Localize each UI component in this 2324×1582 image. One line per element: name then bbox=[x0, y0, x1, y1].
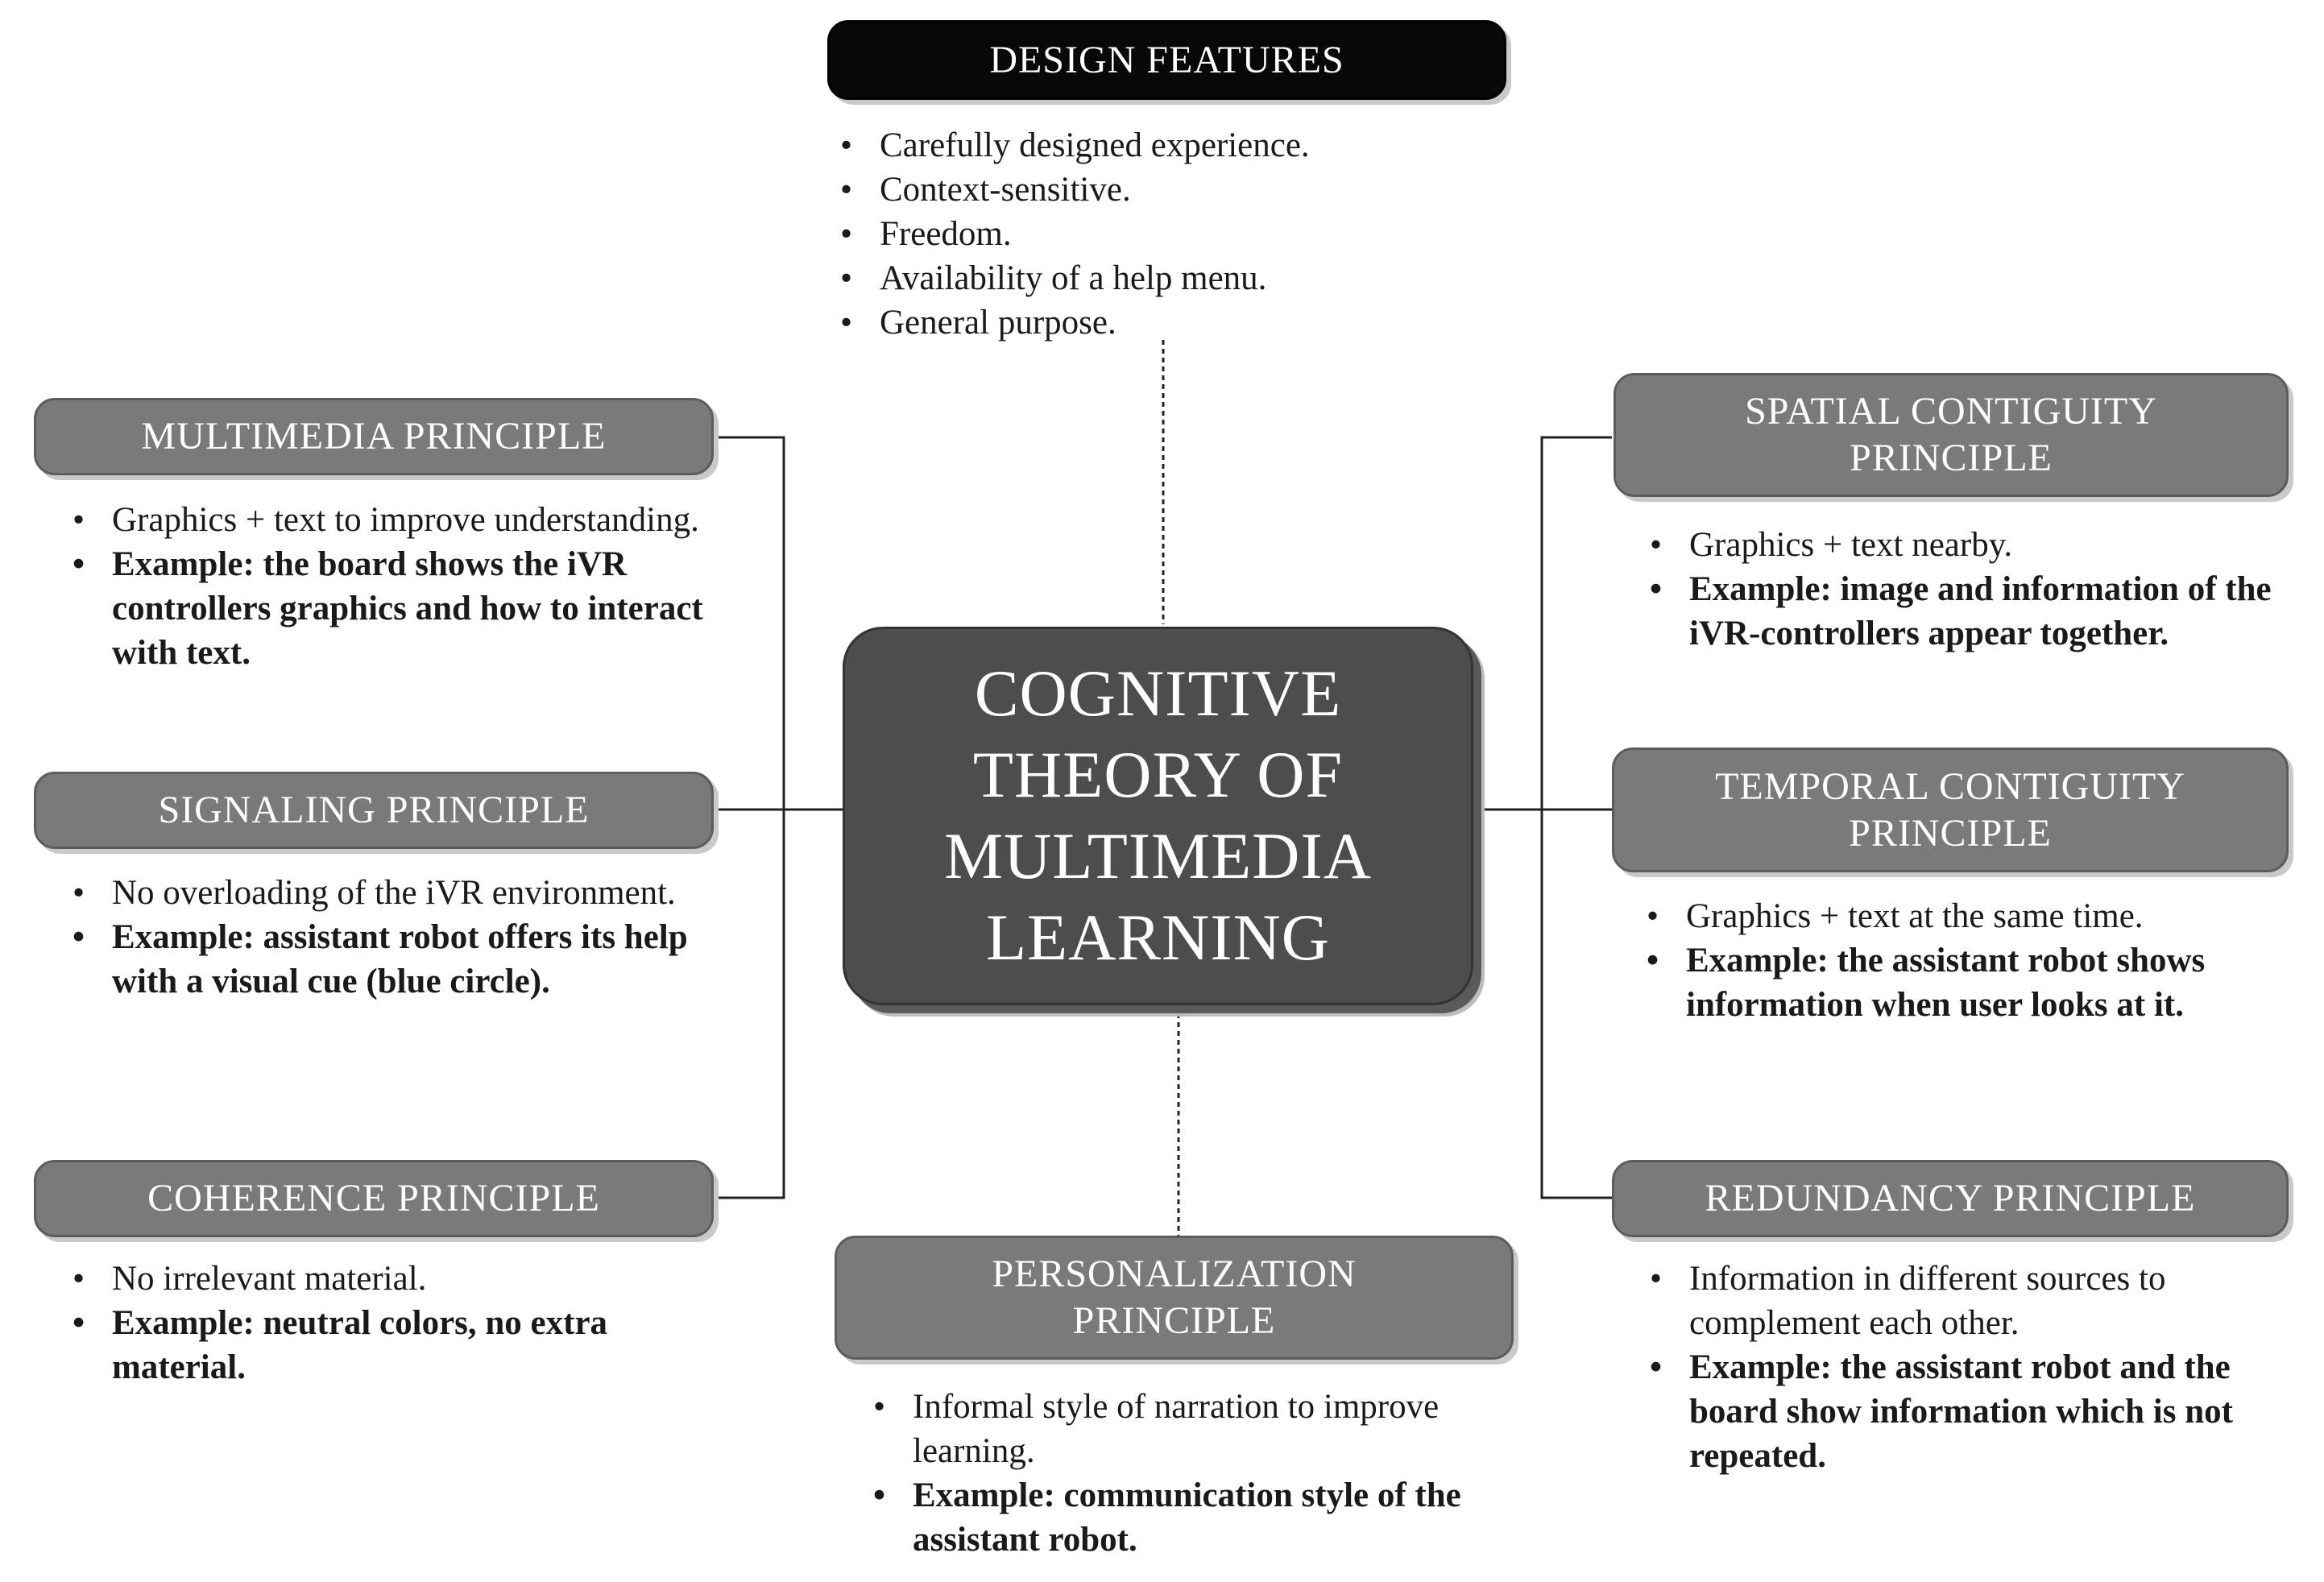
signaling-principle-title: SIGNALING PRINCIPLE bbox=[158, 789, 590, 832]
list-item: Availability of a help menu. bbox=[840, 256, 1565, 300]
list-item: Graphics + text to improve understanding… bbox=[72, 498, 717, 542]
coherence-principle-title: COHERENCE PRINCIPLE bbox=[147, 1177, 600, 1220]
list-item: No irrelevant material. bbox=[72, 1257, 709, 1301]
center-box: COGNITIVE THEORY OF MULTIMEDIA LEARNING bbox=[843, 627, 1473, 1005]
list-item: Example: communication style of the assi… bbox=[873, 1473, 1510, 1562]
coherence-principle-box: COHERENCE PRINCIPLE bbox=[34, 1160, 714, 1237]
list-item: Information in different sources to comp… bbox=[1650, 1257, 2286, 1345]
multimedia-principle-title: MULTIMEDIA PRINCIPLE bbox=[141, 415, 607, 458]
spatial-contiguity-principle-box: SPATIAL CONTIGUITY PRINCIPLE bbox=[1614, 373, 2289, 497]
list-item: Example: the assistant robot and the boa… bbox=[1650, 1345, 2286, 1478]
list-item: No overloading of the iVR environment. bbox=[72, 871, 709, 915]
temporal-contiguity-principle-title: TEMPORAL CONTIGUITY PRINCIPLE bbox=[1715, 764, 2185, 855]
list-item: Informal style of narration to improve l… bbox=[873, 1385, 1510, 1473]
spatial-contiguity-principle-title: SPATIAL CONTIGUITY PRINCIPLE bbox=[1745, 390, 2157, 479]
signaling-principle-list: No overloading of the iVR environment. E… bbox=[72, 871, 709, 1004]
list-item: Example: image and information of the iV… bbox=[1650, 567, 2286, 656]
design-features-title: DESIGN FEATURES bbox=[989, 38, 1344, 81]
connector-right-bracket bbox=[1540, 436, 1612, 1199]
temporal-contiguity-principle-box: TEMPORAL CONTIGUITY PRINCIPLE bbox=[1612, 748, 2289, 872]
design-features-box: DESIGN FEATURES bbox=[827, 20, 1506, 100]
spatial-contiguity-principle-list: Graphics + text nearby. Example: image a… bbox=[1650, 523, 2286, 656]
signaling-principle-box: SIGNALING PRINCIPLE bbox=[34, 772, 714, 849]
redundancy-principle-title: REDUNDANCY PRINCIPLE bbox=[1705, 1177, 2196, 1220]
personalization-principle-title: PERSONALIZATION PRINCIPLE bbox=[992, 1253, 1357, 1342]
list-item: Context-sensitive. bbox=[840, 168, 1565, 212]
list-item: Example: assistant robot offers its help… bbox=[72, 915, 709, 1004]
redundancy-principle-box: REDUNDANCY PRINCIPLE bbox=[1612, 1160, 2289, 1237]
personalization-principle-list: Informal style of narration to improve l… bbox=[873, 1385, 1510, 1562]
list-item: Example: the assistant robot shows infor… bbox=[1647, 938, 2291, 1027]
personalization-principle-box: PERSONALIZATION PRINCIPLE bbox=[835, 1236, 1514, 1360]
connector-left-bracket bbox=[714, 436, 785, 1199]
temporal-contiguity-principle-list: Graphics + text at the same time. Exampl… bbox=[1647, 894, 2291, 1027]
multimedia-principle-list: Graphics + text to improve understanding… bbox=[72, 498, 717, 675]
list-item: Carefully designed experience. bbox=[840, 123, 1565, 168]
list-item: Example: the board shows the iVR control… bbox=[72, 542, 717, 675]
redundancy-principle-list: Information in different sources to comp… bbox=[1650, 1257, 2286, 1478]
multimedia-principle-box: MULTIMEDIA PRINCIPLE bbox=[34, 398, 714, 475]
list-item: General purpose. bbox=[840, 300, 1565, 345]
list-item: Example: neutral colors, no extra materi… bbox=[72, 1301, 709, 1389]
list-item: Freedom. bbox=[840, 212, 1565, 256]
list-item: Graphics + text at the same time. bbox=[1647, 894, 2291, 938]
design-features-list: Carefully designed experience. Context-s… bbox=[840, 123, 1565, 345]
center-title: COGNITIVE THEORY OF MULTIMEDIA LEARNING bbox=[944, 656, 1372, 974]
list-item: Graphics + text nearby. bbox=[1650, 523, 2286, 567]
coherence-principle-list: No irrelevant material. Example: neutral… bbox=[72, 1257, 709, 1389]
